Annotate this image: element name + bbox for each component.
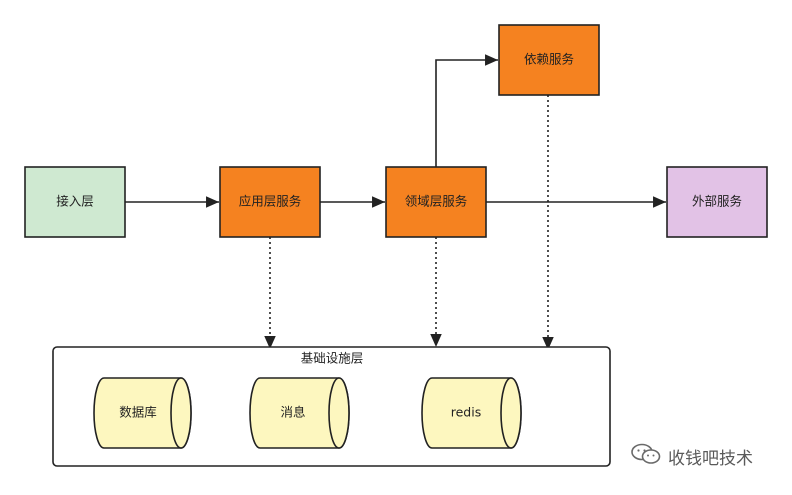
- store-redis: redis: [421, 377, 522, 449]
- watermark: 收钱吧技术: [630, 443, 753, 470]
- node-application: 应用层服务: [219, 166, 321, 238]
- wechat-icon: [630, 443, 662, 470]
- node-external: 外部服务: [666, 166, 768, 238]
- node-external-label: 外部服务: [692, 194, 742, 209]
- node-access-label: 接入层: [56, 194, 94, 209]
- node-dependency-label: 依赖服务: [524, 52, 574, 67]
- arrow-domain-to-dependency: [435, 54, 498, 167]
- node-domain-label: 领域层服务: [405, 194, 468, 209]
- store-database: 数据库: [93, 377, 192, 449]
- node-domain: 领域层服务: [385, 166, 487, 238]
- watermark-text: 收钱吧技术: [668, 448, 753, 469]
- store-database-label: 数据库: [119, 405, 157, 420]
- infrastructure-title: 基础设施层: [301, 351, 364, 366]
- node-dependency: 依赖服务: [498, 24, 600, 96]
- node-application-label: 应用层服务: [239, 194, 302, 209]
- store-message-label: 消息: [280, 405, 305, 420]
- store-message: 消息: [249, 377, 350, 449]
- store-redis-label: redis: [451, 405, 481, 420]
- node-access: 接入层: [24, 166, 126, 238]
